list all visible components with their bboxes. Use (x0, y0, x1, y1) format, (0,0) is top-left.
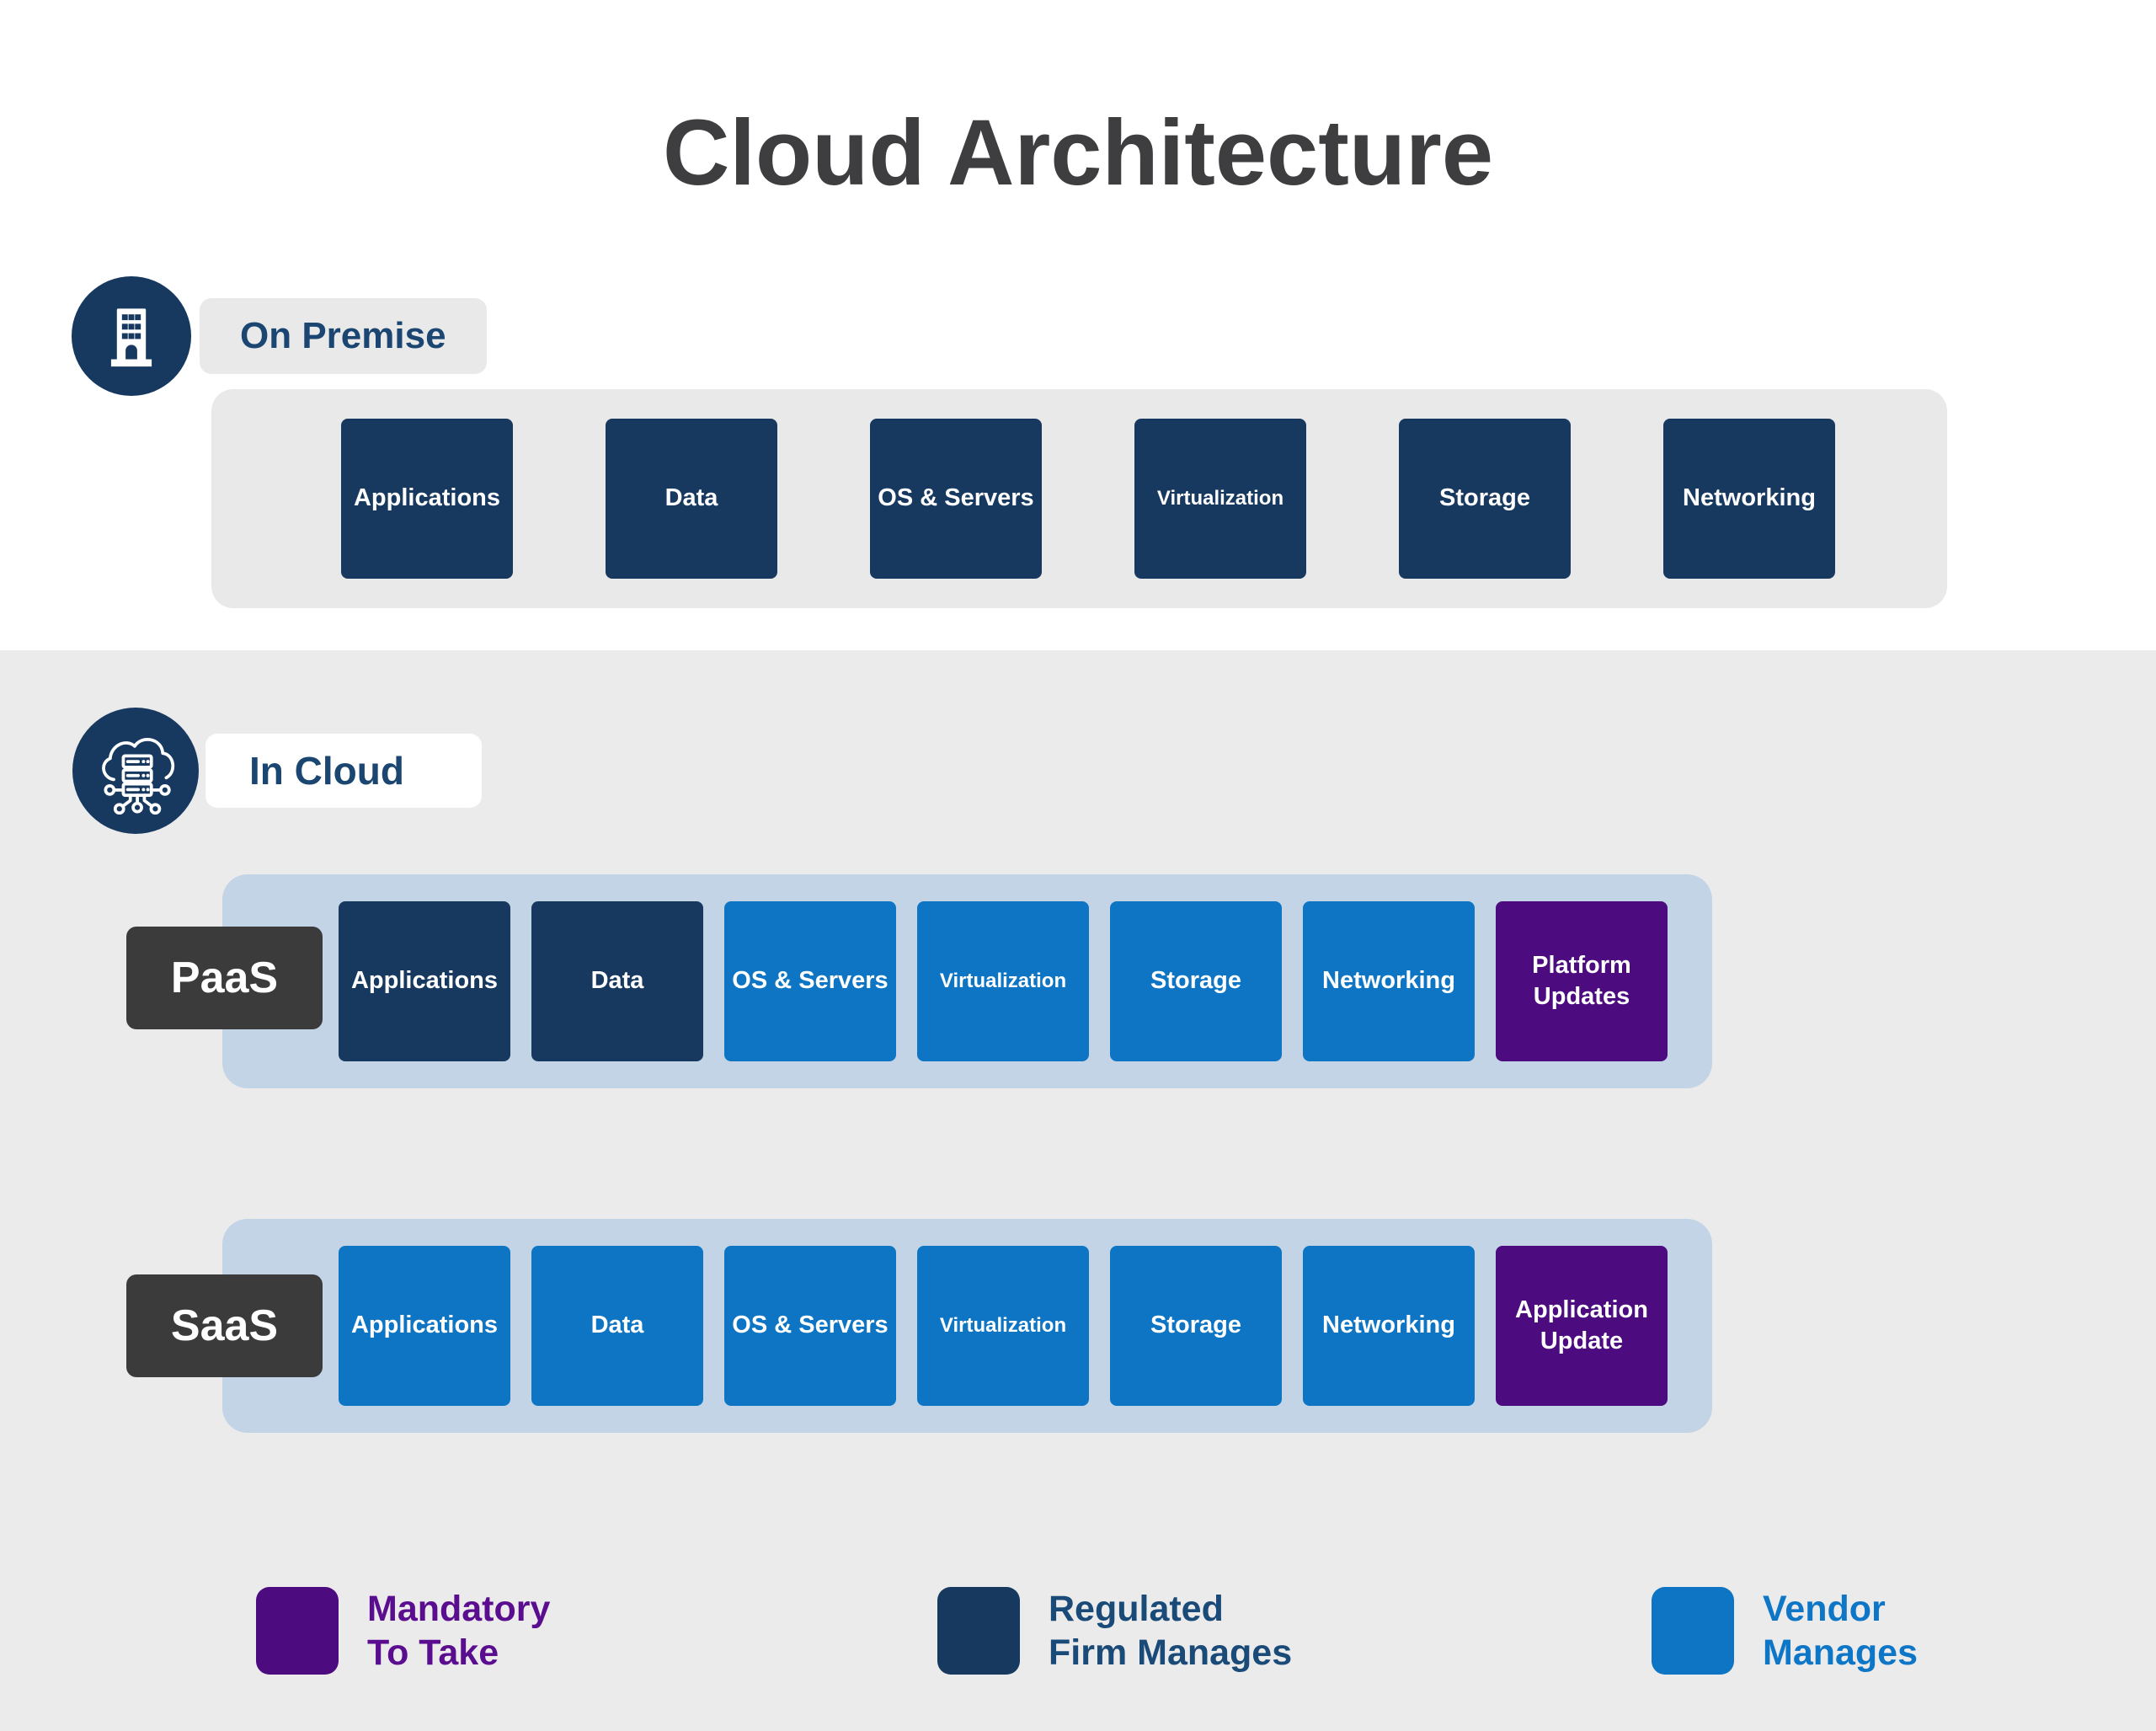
legend-item-vendor: Vendor Manages (1652, 1587, 1918, 1675)
on-premise-label: On Premise (240, 315, 446, 356)
legend-label-line2: To Take (367, 1632, 499, 1674)
layer-box-os-servers: OS & Servers (870, 419, 1042, 579)
legend-label-line2: Firm Manages (1049, 1632, 1293, 1674)
in-cloud-badge: In Cloud (72, 708, 482, 834)
on-premise-panel: Applications Data OS & Servers Virtualiz… (211, 389, 1947, 608)
layer-box-label: Applications (353, 484, 500, 512)
on-premise-label-pill: On Premise (200, 298, 487, 374)
legend-item-regulated: Regulated Firm Manages (937, 1587, 1292, 1675)
in-cloud-label-pill: In Cloud (205, 734, 482, 808)
layer-box-label: Networking (1683, 484, 1816, 512)
layer-box-label: Data (590, 967, 644, 995)
layer-box-platform-updates: Platform Updates (1496, 901, 1668, 1061)
layer-box-networking: Networking (1303, 901, 1475, 1061)
layer-box-label: Data (664, 484, 718, 512)
layer-box-networking: Networking (1303, 1246, 1475, 1406)
layer-box-data: Data (606, 419, 777, 579)
cloud-server-icon (92, 727, 179, 815)
layer-box-label: OS & Servers (878, 484, 1034, 512)
layer-box-os-servers: OS & Servers (724, 901, 896, 1061)
legend-label: Regulated Firm Manages (1049, 1587, 1292, 1675)
legend-item-mandatory: Mandatory To Take (256, 1587, 550, 1675)
page-title: Cloud Architecture (662, 101, 1494, 205)
layer-box-label: OS & Servers (732, 967, 889, 995)
layer-box-label: Storage (1439, 484, 1530, 512)
legend-label-line1: Mandatory (367, 1589, 551, 1629)
layer-box-applications: Applications (339, 1246, 510, 1406)
legend-label: Vendor Manages (1763, 1587, 1918, 1675)
layer-box-label: Data (590, 1312, 644, 1339)
in-cloud-section-background (0, 650, 2156, 1731)
layer-box-data: Data (531, 1246, 703, 1406)
layer-box-application-update: Application Update (1496, 1246, 1668, 1406)
layer-box-virtualization: Virtualization (917, 901, 1089, 1061)
layer-box-storage: Storage (1110, 901, 1282, 1061)
layer-box-label: Platform Updates (1532, 951, 1631, 1010)
legend-swatch-regulated (937, 1587, 1020, 1675)
paas-row-label: PaaS (126, 927, 323, 1029)
legend-swatch-vendor (1652, 1587, 1734, 1675)
layer-box-label: Applications (350, 1312, 498, 1339)
building-icon (95, 300, 168, 372)
layer-box-applications: Applications (341, 419, 513, 579)
layer-box-storage: Storage (1399, 419, 1571, 579)
layer-box-data: Data (531, 901, 703, 1061)
on-premise-badge: On Premise (72, 276, 487, 396)
layer-box-label: OS & Servers (732, 1312, 889, 1339)
legend-label-line1: Vendor (1763, 1589, 1886, 1629)
on-premise-badge-circle (72, 276, 191, 396)
layer-box-virtualization: Virtualization (1134, 419, 1306, 579)
paas-panel: Applications Data OS & Servers Virtualiz… (222, 874, 1712, 1088)
layer-box-label: Storage (1150, 967, 1241, 995)
saas-panel: Applications Data OS & Servers Virtualiz… (222, 1219, 1712, 1433)
legend-label: Mandatory To Take (367, 1587, 550, 1675)
layer-box-label: Application Update (1515, 1296, 1648, 1354)
layer-box-label: Networking (1322, 967, 1455, 995)
layer-box-label: Virtualization (1156, 486, 1284, 510)
layer-box-label: Applications (350, 967, 498, 995)
layer-box-label: Virtualization (939, 969, 1067, 992)
layer-box-label: Networking (1322, 1312, 1455, 1339)
layer-box-label: Storage (1150, 1312, 1241, 1339)
saas-row-label: SaaS (126, 1274, 323, 1377)
legend-swatch-mandatory (256, 1587, 339, 1675)
layer-box-virtualization: Virtualization (917, 1246, 1089, 1406)
layer-box-os-servers: OS & Servers (724, 1246, 896, 1406)
layer-box-applications: Applications (339, 901, 510, 1061)
layer-box-storage: Storage (1110, 1246, 1282, 1406)
layer-box-networking: Networking (1663, 419, 1835, 579)
legend-label-line1: Regulated (1049, 1589, 1224, 1629)
legend-label-line2: Manages (1763, 1632, 1919, 1674)
layer-box-label: Virtualization (939, 1313, 1067, 1337)
in-cloud-badge-circle (72, 708, 199, 834)
in-cloud-label: In Cloud (249, 749, 404, 793)
